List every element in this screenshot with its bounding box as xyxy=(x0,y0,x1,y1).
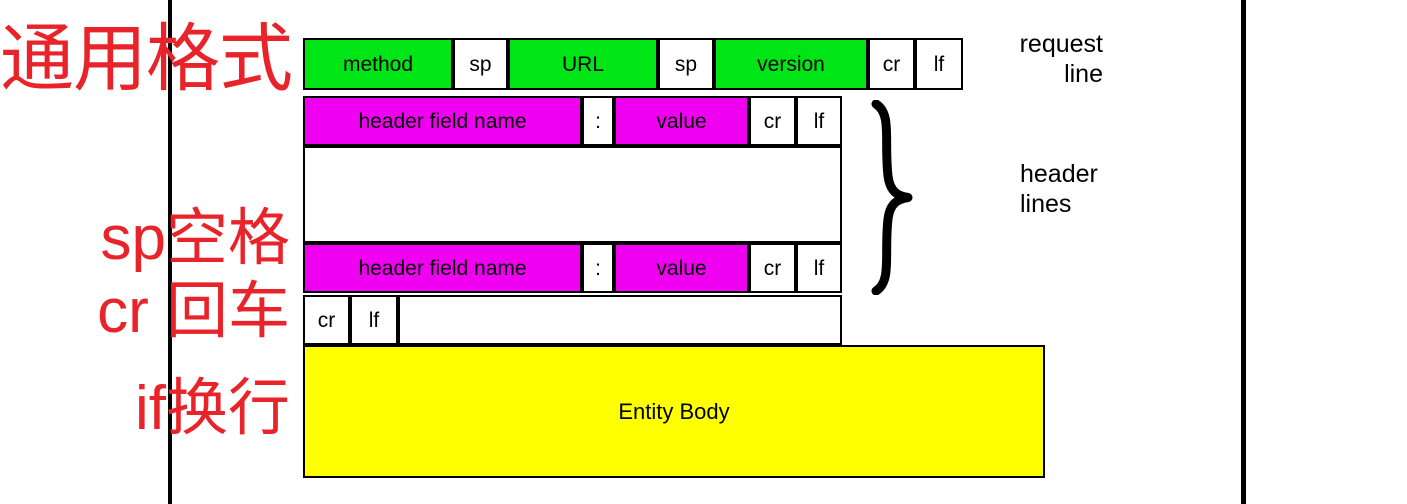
cell-cr-header-first: cr xyxy=(749,96,796,146)
cell-method: method xyxy=(303,38,453,90)
vertical-divider-right xyxy=(1241,0,1246,504)
cell-lf-header-first: lf xyxy=(796,96,842,146)
annotation-cr-meaning: cr 回车 xyxy=(97,277,290,346)
cell-cr-blank-line: cr xyxy=(303,295,350,345)
cell-lf-request-line: lf xyxy=(915,38,963,90)
cell-cr-header-last: cr xyxy=(749,243,796,293)
cell-header-field-name-last: header field name xyxy=(303,243,582,293)
cell-sp-2: sp xyxy=(658,38,714,90)
cell-sp-1: sp xyxy=(453,38,508,90)
vertical-divider-left xyxy=(168,0,172,504)
right-curly-brace-icon xyxy=(871,100,913,295)
annotation-general-format: 通用格式 xyxy=(0,17,293,100)
label-request-line: request line xyxy=(1019,30,1103,88)
cell-lf-header-last: lf xyxy=(796,243,842,293)
cell-cr-request-line: cr xyxy=(868,38,915,90)
cell-header-ellipsis-region xyxy=(303,146,842,376)
cell-version: version xyxy=(714,38,868,90)
cell-colon-last: : xyxy=(582,243,614,293)
cell-header-field-name-first: header field name xyxy=(303,96,582,146)
cell-blank-line-filler xyxy=(398,295,842,345)
cell-lf-blank-line: lf xyxy=(350,295,398,345)
cell-header-value-last: value xyxy=(614,243,749,293)
cell-url: URL xyxy=(508,38,658,90)
label-header-lines: header lines xyxy=(1020,160,1098,218)
annotation-lf-meaning: if换行 xyxy=(134,374,290,443)
annotation-sp-meaning: sp空格 xyxy=(100,204,290,273)
request-message-diagram: method sp URL sp version cr lf request l… xyxy=(303,0,1103,504)
cell-header-value-first: value xyxy=(614,96,749,146)
cell-colon-first: : xyxy=(582,96,614,146)
cell-entity-body: Entity Body xyxy=(303,345,1045,478)
